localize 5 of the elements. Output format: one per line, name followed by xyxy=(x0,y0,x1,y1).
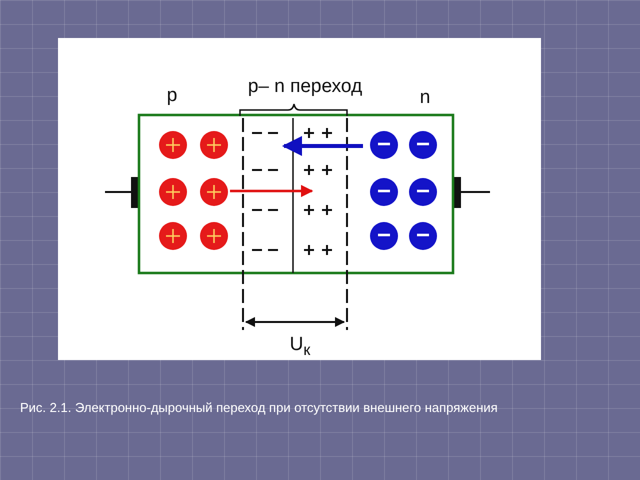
figure-caption: Рис. 2.1. Электронно-дырочный переход при отсутствии внешнего напряжения xyxy=(20,400,499,415)
voltage-label: U$_{к}$ xyxy=(290,334,310,360)
junction-label: p– n переход xyxy=(248,76,362,98)
region-label: n xyxy=(420,87,430,109)
region-label: p xyxy=(166,85,178,107)
